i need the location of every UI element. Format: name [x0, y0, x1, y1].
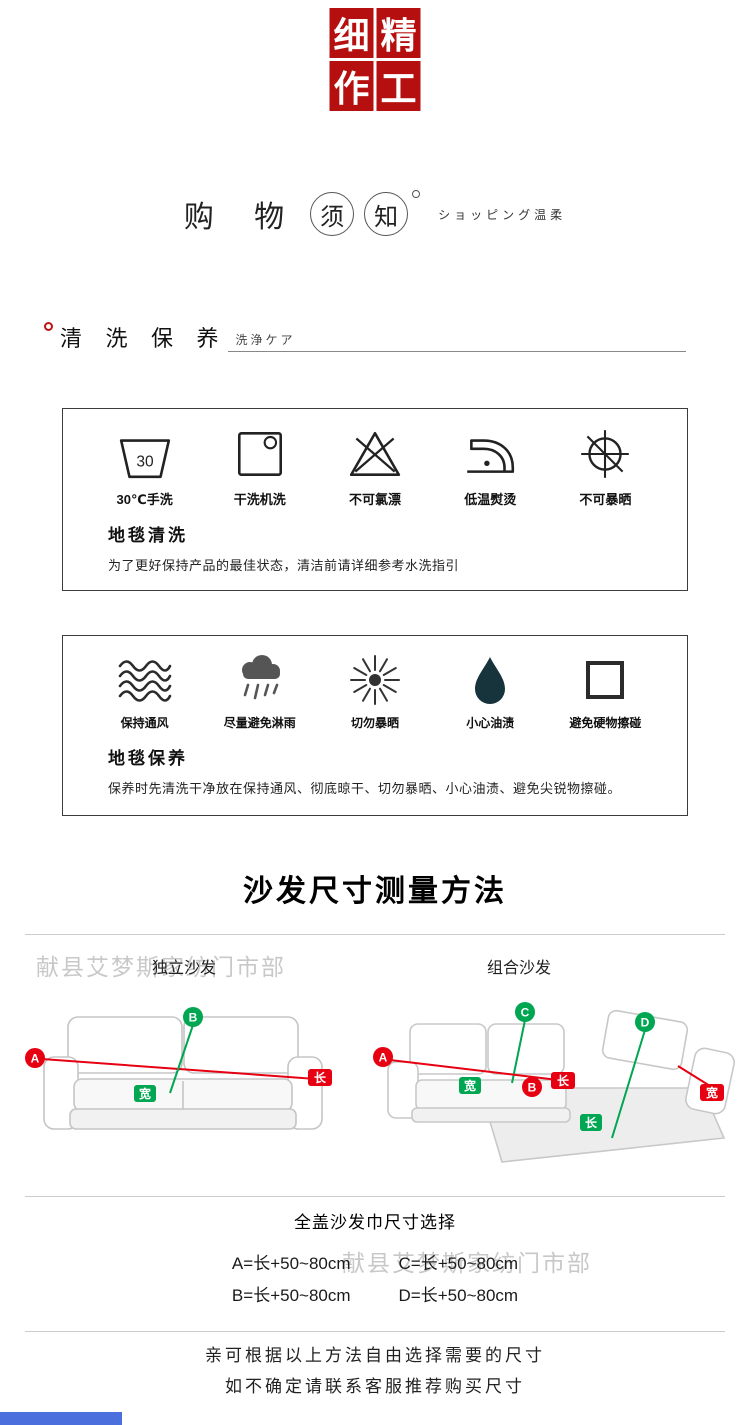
size-guide-title: 全盖沙发巾尺寸选择: [294, 1213, 456, 1232]
watermark-text: 献县艾梦斯家纺门市部: [36, 954, 286, 980]
divider-line: [25, 934, 725, 935]
icon-label: 30℃手洗: [116, 492, 173, 507]
formula-a: A=长+50~80cm: [231, 1254, 351, 1273]
shopping-notice-header: 购 物 须 知 ショッピング温柔: [0, 190, 750, 236]
measure-section-title: 沙发尺寸测量方法: [243, 875, 507, 908]
icon-label: 避免硬物擦碰: [569, 716, 642, 730]
no-bleach-icon: [349, 431, 401, 477]
handwash-30-icon: 30: [119, 439, 170, 479]
formula-column-left: A=长+50~80cm B=长+50~80cm: [232, 1248, 351, 1312]
icon-label: 切勿暴晒: [351, 716, 400, 730]
wash-icon-cell: 不可氯漂: [317, 425, 432, 508]
svg-text:D: D: [641, 1016, 650, 1030]
no-sun-dry-icon: [581, 430, 630, 478]
wash-instructions-box: 30 30℃手洗 干洗机洗 不可氯漂: [62, 408, 688, 591]
ventilation-icon: [118, 660, 171, 702]
bottom-blue-bar: [0, 1412, 122, 1425]
seal-char: 细: [329, 8, 374, 58]
combination-sofa-diagram: C D 宽 长 A B 长 宽: [373, 1002, 735, 1163]
formula-column-right: C=长+50~80cm D=长+50~80cm: [399, 1248, 519, 1312]
wash-icon-cell: 30 30℃手洗: [87, 425, 202, 508]
maintenance-box-description: 保养时先清洗干净放在保持通风、彻底晾干、切勿暴晒、小心油渍、避免尖锐物擦碰。: [108, 781, 622, 796]
maintenance-box: 保持通风 尽量避免淋雨: [62, 635, 688, 816]
svg-text:A: A: [379, 1051, 388, 1065]
low-temp-iron-icon: [467, 439, 515, 473]
craftsmanship-seal: 细 精 作 工: [329, 8, 421, 111]
formula-b: B=长+50~80cm: [231, 1286, 351, 1305]
independent-sofa-diagram: A 长 B 宽: [25, 1007, 332, 1130]
maintenance-icons-row: 保持通风 尽量避免淋雨: [63, 636, 687, 731]
icon-label: 不可氯漂: [349, 492, 402, 507]
icon-label: 干洗机洗: [233, 492, 286, 507]
svg-text:长: 长: [585, 1115, 598, 1130]
seal-char: 作: [329, 61, 374, 111]
no-sun-icon: [350, 655, 400, 705]
care-section-header: 清 洗 保 养 洗浄ケア: [60, 326, 686, 353]
icon-label: 尽量避免淋雨: [223, 716, 296, 730]
no-scratch-icon: [586, 661, 625, 699]
wash-box-description: 为了更好保持产品的最佳状态，清洁前请详细参考水洗指引: [108, 558, 460, 573]
notice-plain-text: 购 物: [183, 201, 301, 234]
sofa-outline: [43, 1016, 323, 1130]
degree-mark: [412, 190, 421, 198]
section-bullet-ring: [44, 322, 53, 331]
svg-text:C: C: [521, 1006, 530, 1020]
svg-text:30: 30: [136, 453, 154, 470]
svg-text:长: 长: [557, 1073, 570, 1088]
formula-c: C=长+50~80cm: [398, 1254, 519, 1273]
wash-box-heading: 地毯清洗: [108, 526, 188, 545]
icon-label: 小心油渍: [466, 716, 515, 730]
combo-sofa-label: 组合沙发: [487, 960, 552, 977]
independent-sofa-label: 独立沙发: [152, 960, 217, 977]
maintenance-icon-cell: 小心油渍: [433, 652, 548, 731]
maintenance-box-heading: 地毯保养: [108, 749, 188, 768]
notice-circled-char: 知: [364, 192, 409, 236]
maintenance-icon-cell: 尽量避免淋雨: [202, 652, 317, 731]
seal-char: 工: [376, 61, 421, 111]
watermark-text: 献县艾梦斯家纺门市部: [342, 1250, 592, 1276]
care-section-subtitle: 洗浄ケア: [227, 331, 686, 353]
svg-text:A: A: [31, 1052, 40, 1066]
svg-text:长: 长: [314, 1070, 327, 1085]
size-formulas: A=长+50~80cm B=长+50~80cm C=长+50~80cm D=长+…: [0, 1248, 750, 1312]
notice-circled-char: 须: [310, 192, 355, 236]
divider-line: [25, 1196, 725, 1197]
svg-text:B: B: [528, 1081, 537, 1095]
notice-subtitle: ショッピング温柔: [438, 207, 567, 222]
svg-text:B: B: [189, 1011, 198, 1025]
avoid-rain-icon: [241, 655, 280, 700]
maintenance-icon-cell: 保持通风: [87, 652, 202, 731]
footer-note-2: 如不确定请联系客服推荐购买尺寸: [225, 1377, 525, 1396]
green-measures: C D 宽 长: [459, 1002, 655, 1139]
wash-icon-cell: 低温熨烫: [433, 425, 548, 508]
footer-note-1: 亲可根据以上方法自由选择需要的尺寸: [205, 1346, 545, 1365]
icon-label: 不可暴晒: [579, 492, 632, 507]
icon-label: 保持通风: [120, 716, 169, 730]
svg-text:宽: 宽: [463, 1078, 476, 1093]
svg-text:宽: 宽: [705, 1085, 718, 1100]
divider-line: [25, 1331, 725, 1332]
seal-char: 精: [376, 8, 421, 58]
formula-d: D=长+50~80cm: [398, 1286, 519, 1305]
wash-icon-cell: 干洗机洗: [202, 425, 317, 508]
svg-text:宽: 宽: [138, 1086, 151, 1101]
width-measure-green: B 宽: [134, 1007, 203, 1102]
red-measures: A B 长 宽: [373, 1047, 724, 1101]
oil-stain-icon: [475, 657, 506, 704]
wash-icon-cell: 不可暴晒: [548, 425, 663, 508]
wash-icons-row: 30 30℃手洗 干洗机洗 不可氯漂: [63, 409, 687, 508]
care-section-title: 清 洗 保 养: [60, 326, 228, 351]
maintenance-icon-cell: 避免硬物擦碰: [548, 652, 663, 731]
icon-label: 低温熨烫: [464, 492, 517, 507]
maintenance-icon-cell: 切勿暴晒: [317, 652, 432, 731]
machine-wash-icon: [237, 431, 282, 477]
